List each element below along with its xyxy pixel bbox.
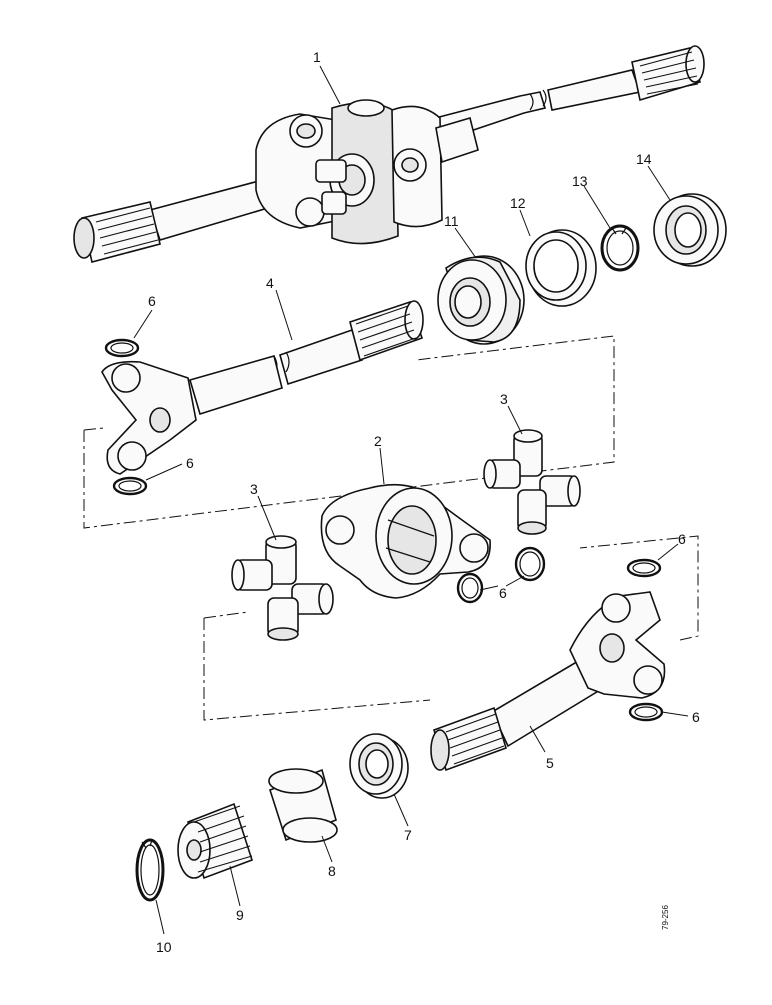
oil-seal-lower [349,733,409,799]
snap-ring-6e [626,558,662,578]
snap-ring-6d [514,546,546,582]
bearing [437,255,525,345]
callout-13: 13 [572,173,588,189]
snap-ring-6a [104,338,140,358]
drawing-code: 79-256 [661,905,670,930]
ring [525,229,597,307]
callout-labels: 1 11 12 13 14 4 6 6 3 2 3 6 6 6 5 7 8 9 … [148,49,700,955]
callout-6-mid-left: 6 [186,455,194,471]
callout-6-right-lower: 6 [692,709,700,725]
dashed-boundary-lower [203,535,699,721]
callout-1: 1 [313,49,321,65]
sleeve [268,768,338,843]
callout-6-upper-left: 6 [148,293,156,309]
circlip-upper [600,224,640,272]
callout-14: 14 [636,151,652,167]
callout-11: 11 [444,213,459,229]
snap-ring-6b [112,476,148,496]
leader-lines [133,65,689,935]
callout-5: 5 [546,755,554,771]
snap-ring-6c [456,572,484,604]
dashed-boundary-upper [83,335,615,529]
splined-gear [177,802,253,880]
universal-cross-lower [231,535,334,641]
axle-shaft-assembly [73,45,705,263]
callout-4: 4 [266,275,274,291]
oil-seal-upper [653,193,727,267]
universal-cross-upper [483,429,581,535]
inner-shaft [101,300,424,475]
coupling-housing [320,483,491,599]
callout-8: 8 [328,863,336,879]
callout-3-lower: 3 [250,481,258,497]
callout-6-right-upper: 6 [678,531,686,547]
callout-2: 2 [374,433,382,449]
callout-3-upper: 3 [500,391,508,407]
snap-ring-6f [628,702,664,722]
callout-7: 7 [404,827,412,843]
callout-6-center: 6 [499,585,507,601]
circlip-lower [135,838,165,902]
callout-9: 9 [236,907,244,923]
callout-10: 10 [156,939,172,955]
outer-shaft [430,591,666,772]
callout-12: 12 [510,195,526,211]
